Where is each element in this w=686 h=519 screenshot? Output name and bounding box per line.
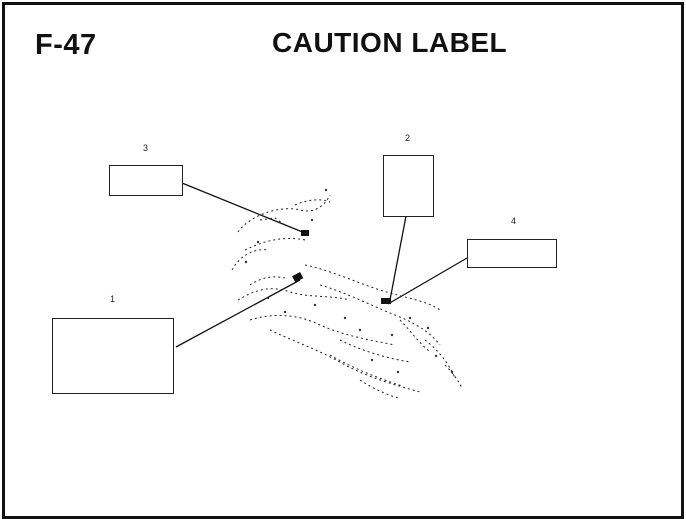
callout-number-4: 4 xyxy=(511,216,517,226)
leader-line-4 xyxy=(387,257,468,305)
label-marker-1 xyxy=(292,272,304,283)
scooter-detail-marks xyxy=(244,188,454,374)
figure-code: F-47 xyxy=(35,29,97,61)
callout-number-3: 3 xyxy=(143,143,149,153)
leader-line-1 xyxy=(175,279,301,348)
caution-label-1 xyxy=(52,318,174,394)
caution-label-2 xyxy=(383,155,434,217)
label-marker-2 xyxy=(381,298,391,304)
leader-line-2 xyxy=(389,215,407,301)
callout-number-2: 2 xyxy=(405,133,411,143)
leader-line-3 xyxy=(181,182,306,234)
caution-label-4 xyxy=(467,239,557,268)
label-marker-3 xyxy=(301,230,309,236)
page-title: CAUTION LABEL xyxy=(272,27,508,58)
scooter-outline xyxy=(231,194,463,399)
callout-number-1: 1 xyxy=(110,294,116,304)
caution-label-3 xyxy=(109,165,183,196)
